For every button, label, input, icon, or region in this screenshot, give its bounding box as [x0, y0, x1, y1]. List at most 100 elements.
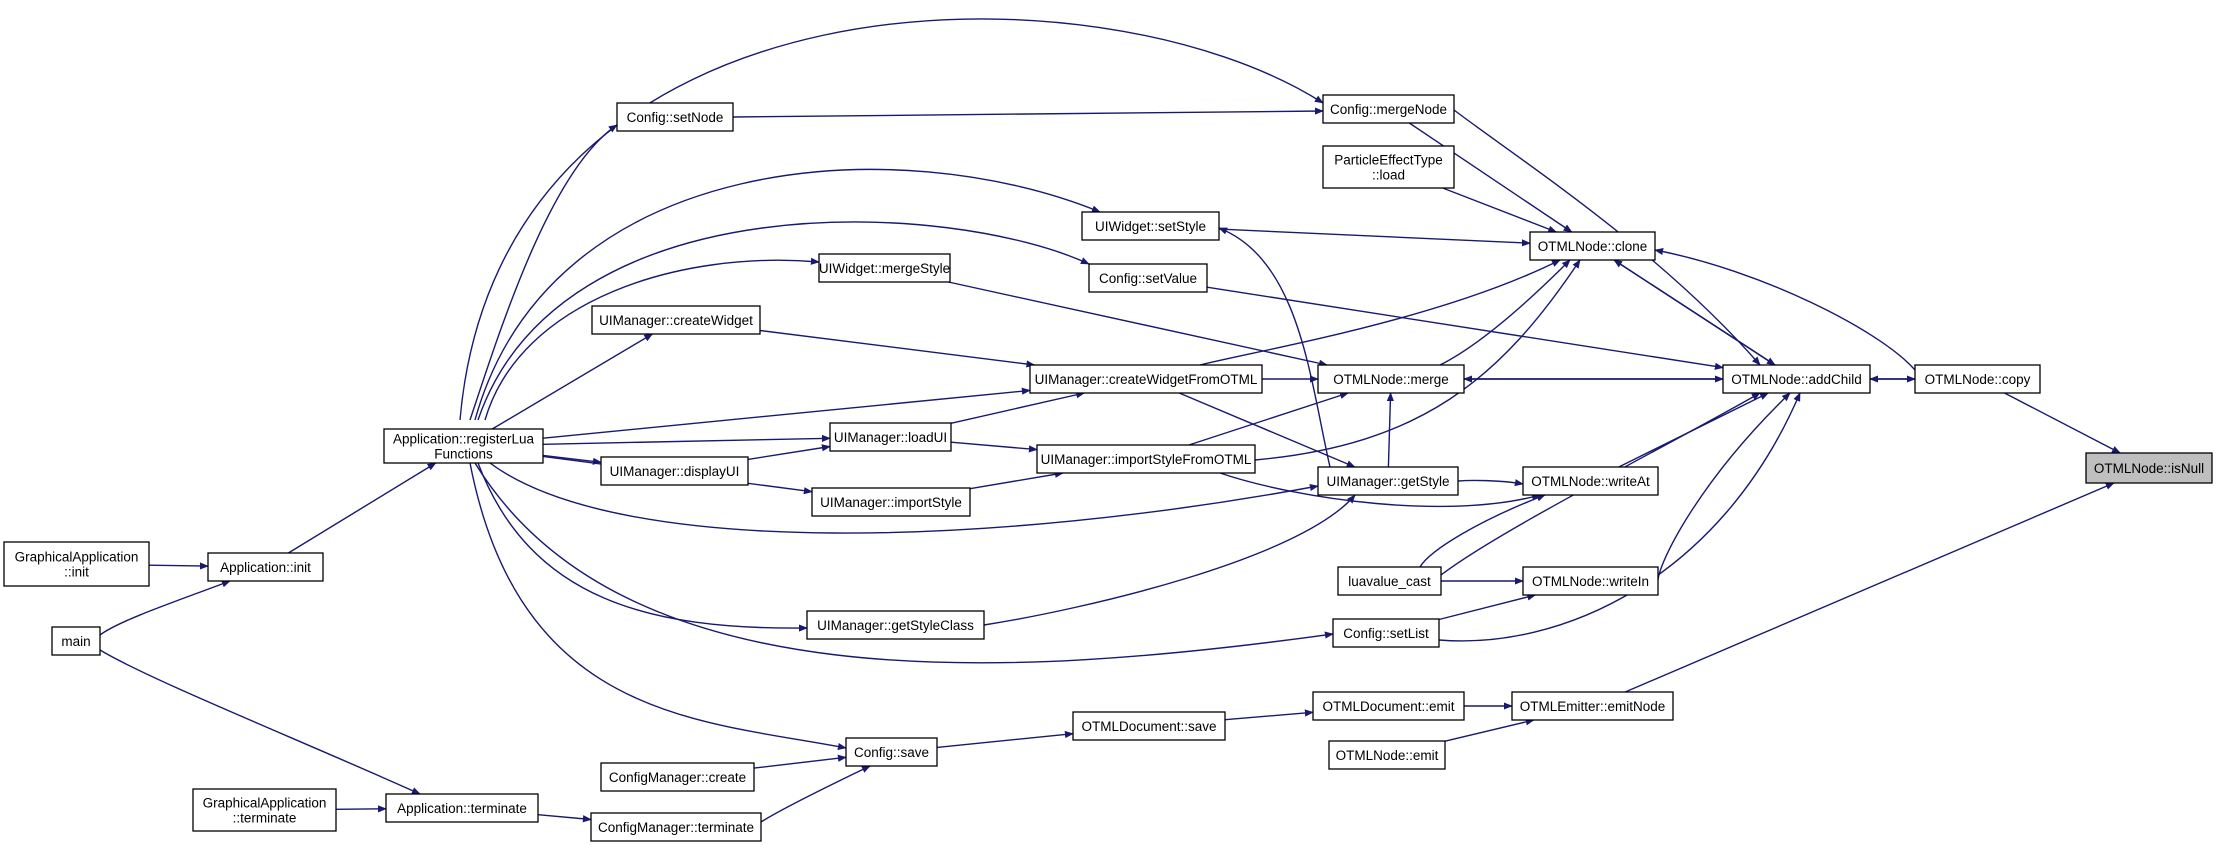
node-box	[1029, 364, 1263, 394]
call-edge-createWidget-regLua	[491, 333, 654, 430]
call-edge-clone-mergeNode	[1408, 122, 1573, 233]
node-writeAt[interactable]: OTMLNode::writeAt	[1522, 466, 1659, 496]
node-box	[1088, 263, 1208, 293]
node-isNull[interactable]: OTMLNode::isNull	[2085, 452, 2213, 484]
node-box	[845, 737, 938, 767]
call-edge-merge-isfo	[1188, 392, 1349, 446]
node-label: OTMLNode::emit	[1336, 748, 1439, 763]
node-setValue[interactable]: Config::setValue	[1088, 263, 1208, 293]
node-box	[51, 626, 101, 656]
node-box	[1529, 231, 1656, 261]
node-cmTerm[interactable]: ConfigManager::terminate	[590, 812, 762, 842]
node-box	[1722, 364, 1871, 394]
call-edge-writeAt-getStyle	[1457, 479, 1524, 487]
node-label: Config::setValue	[1099, 271, 1197, 286]
call-edge-setStyle-getStyle	[1218, 227, 1331, 468]
node-cfgSave[interactable]: Config::save	[845, 737, 938, 767]
node-emitNode[interactable]: OTMLEmitter::emitNode	[1511, 691, 1674, 721]
node-pet[interactable]: ParticleEffectType::load	[1322, 145, 1455, 189]
node-label: OTMLNode::clone	[1538, 239, 1648, 254]
node-addChild[interactable]: OTMLNode::addChild	[1722, 364, 1871, 394]
node-label: UIWidget::setStyle	[1095, 219, 1206, 234]
call-edge-writeAt-isfo	[1219, 472, 1541, 508]
node-label: Functions	[434, 447, 493, 462]
node-label: OTMLDocument::emit	[1322, 699, 1454, 714]
node-clone[interactable]: OTMLNode::clone	[1529, 231, 1656, 261]
node-mergeStyle[interactable]: UIWidget::mergeStyle	[818, 253, 951, 283]
node-box	[616, 102, 734, 132]
node-mergeNode[interactable]: Config::mergeNode	[1322, 94, 1455, 124]
node-omlemit[interactable]: OTMLNode::emit	[1328, 740, 1446, 770]
call-edge-mergeNode-regLua	[459, 18, 1324, 421]
node-getStyleClass[interactable]: UIManager::getStyleClass	[806, 610, 985, 640]
call-edge-clone-copy	[1654, 247, 1916, 371]
call-edge-clone-merge	[1439, 259, 1571, 366]
node-loadUI[interactable]: UIManager::loadUI	[829, 422, 952, 452]
node-cmCreate[interactable]: ConfigManager::create	[600, 762, 755, 792]
call-edge-appTerm-gaTerm	[335, 805, 387, 813]
node-label: OTMLNode::writeAt	[1531, 474, 1650, 489]
node-appInit[interactable]: Application::init	[207, 552, 324, 582]
node-importStyle[interactable]: UIManager::importStyle	[811, 487, 971, 517]
node-label: OTMLEmitter::emitNode	[1520, 699, 1666, 714]
node-displayUI[interactable]: UIManager::displayUI	[600, 456, 749, 486]
node-box	[207, 552, 324, 582]
node-setList[interactable]: Config::setList	[1332, 618, 1440, 648]
node-label: OTMLNode::isNull	[2094, 461, 2204, 476]
call-edge-clone-cwfo	[1199, 259, 1561, 366]
node-box	[590, 812, 762, 842]
node-box	[1322, 94, 1455, 124]
node-main[interactable]: main	[51, 626, 101, 656]
node-label: OTMLNode::writeIn	[1532, 574, 1649, 589]
call-edge-displayUI-regLua	[542, 454, 602, 465]
node-box	[829, 422, 952, 452]
node-copy[interactable]: OTMLNode::copy	[1914, 364, 2041, 394]
node-docsave[interactable]: OTMLDocument::save	[1072, 711, 1226, 741]
node-docemit[interactable]: OTMLDocument::emit	[1312, 691, 1465, 721]
node-label: luavalue_cast	[1348, 574, 1431, 589]
call-edge-docsave-cfgSave	[936, 730, 1074, 749]
node-setStyle[interactable]: UIWidget::setStyle	[1081, 211, 1220, 241]
call-edge-setList-regLua	[474, 462, 1334, 664]
node-gaInit[interactable]: GraphicalApplication::init	[3, 541, 150, 587]
node-box	[1522, 466, 1659, 496]
call-edge-clone-setStyle	[1218, 228, 1531, 247]
node-label: GraphicalApplication	[203, 796, 327, 811]
node-createWidget[interactable]: UIManager::createWidget	[591, 305, 761, 335]
node-box	[1036, 444, 1256, 474]
node-box	[1522, 566, 1659, 596]
call-edge-emitNode-omlemit	[1444, 718, 1535, 742]
call-edge-isNull-copy	[2004, 392, 2121, 454]
node-luavalue[interactable]: luavalue_cast	[1337, 566, 1442, 596]
node-label: UIManager::createWidget	[599, 313, 753, 328]
node-label: UIManager::loadUI	[834, 430, 947, 445]
node-label: main	[61, 634, 90, 649]
node-box	[818, 253, 951, 283]
node-getStyle[interactable]: UIManager::getStyle	[1317, 466, 1459, 496]
call-edge-cwfo-loadUI	[950, 391, 1086, 424]
node-box	[591, 305, 761, 335]
node-cwfo[interactable]: UIManager::createWidgetFromOTML	[1029, 364, 1263, 394]
node-label: Application::terminate	[397, 801, 527, 816]
node-merge[interactable]: OTMLNode::merge	[1317, 364, 1465, 394]
call-edge-getStyle-getStyleClass	[983, 494, 1356, 626]
function-nodes: OTMLNode::isNullOTMLNode::copyOTMLNode::…	[3, 94, 2213, 842]
node-label: OTMLNode::addChild	[1731, 372, 1862, 387]
call-edge-addChild-mergeNode	[1453, 109, 1761, 366]
node-writeIn[interactable]: OTMLNode::writeIn	[1522, 566, 1659, 596]
node-setNode[interactable]: Config::setNode	[616, 102, 734, 132]
node-label: UIManager::importStyle	[820, 495, 962, 510]
call-edge-getStyle-regLua	[489, 462, 1319, 534]
call-edges	[99, 18, 2121, 823]
node-box	[1328, 740, 1446, 770]
node-isfo[interactable]: UIManager::importStyleFromOTML	[1036, 444, 1256, 474]
node-box	[1081, 211, 1220, 241]
node-box	[1317, 364, 1465, 394]
call-edge-setValue-regLua	[477, 221, 1090, 421]
node-box	[385, 793, 539, 823]
node-gaTerm[interactable]: GraphicalApplication::terminate	[192, 788, 337, 832]
node-box	[1322, 145, 1455, 189]
node-label: Config::mergeNode	[1330, 102, 1447, 117]
node-appTerm[interactable]: Application::terminate	[385, 793, 539, 823]
